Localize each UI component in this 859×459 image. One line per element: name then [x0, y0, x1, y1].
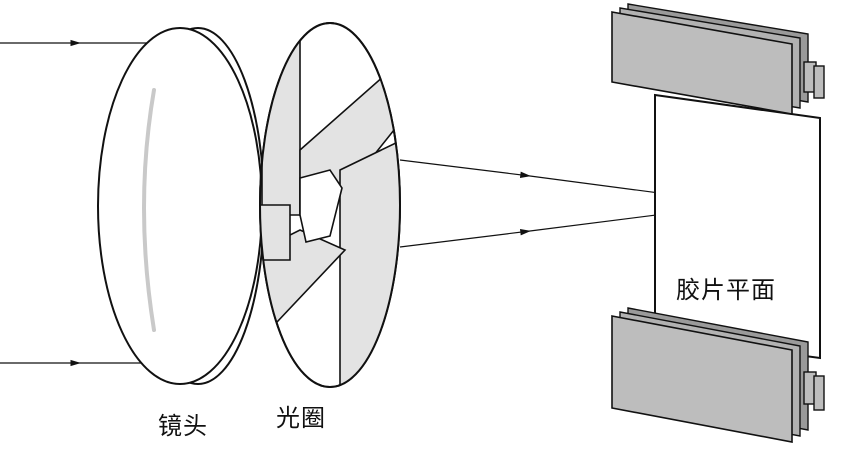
focused-light-rays [399, 159, 736, 248]
film-holder-bottom-clip-2 [813, 375, 825, 411]
lens-label: 镜头 [158, 412, 208, 440]
focused-ray-lower [399, 228, 532, 248]
focused-ray-upper [399, 159, 532, 179]
film-sheet [654, 93, 821, 360]
film-holder-top-front-plate [611, 11, 793, 115]
aperture-blade-left [260, 204, 291, 261]
aperture [259, 22, 401, 388]
lens-front-face [97, 27, 263, 385]
film-plane-label: 胶片平面 [676, 276, 776, 304]
film-plane [654, 93, 821, 360]
lens [97, 27, 265, 385]
aperture-blades [260, 23, 400, 387]
aperture-outline-front [259, 22, 401, 388]
aperture-blade-right [339, 138, 400, 387]
film-holder-bottom [611, 307, 825, 443]
lens-highlight [142, 88, 156, 332]
film-holder-bottom-front-plate [611, 315, 793, 443]
film-holder-top-clip-2 [813, 65, 825, 99]
aperture-opening [299, 169, 343, 243]
film-holder-top [611, 3, 825, 115]
aperture-label: 光圈 [276, 404, 326, 432]
